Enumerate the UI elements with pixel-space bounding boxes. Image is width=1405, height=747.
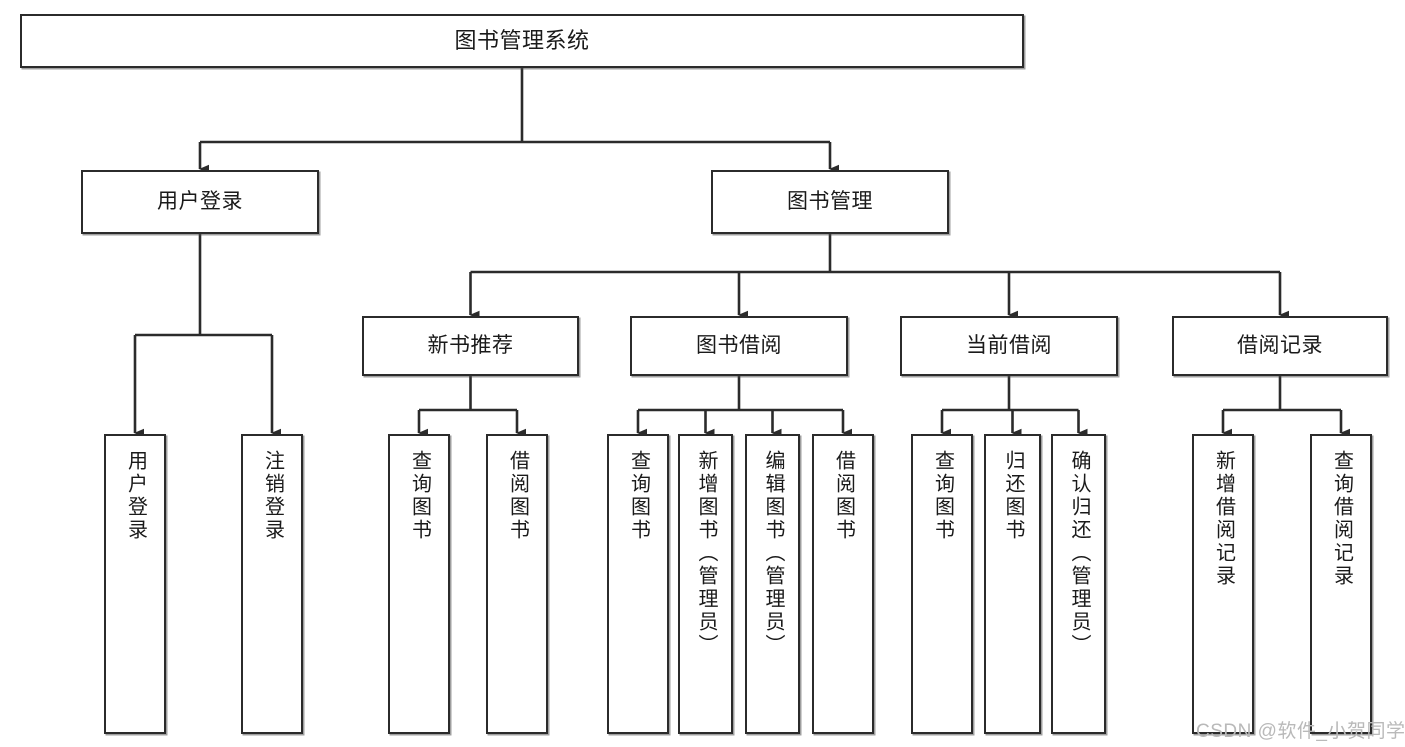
node-label: 查询图书 (931, 450, 954, 542)
node-newbook[interactable]: 新书推荐 (362, 316, 579, 376)
node-label: 查询借阅记录 (1330, 450, 1353, 588)
node-label: 用户登录 (124, 450, 147, 542)
node-leaf-bo-query[interactable]: 查询图书 (607, 434, 669, 734)
node-leaf-cu-query[interactable]: 查询图书 (911, 434, 973, 734)
node-leaf-re-add[interactable]: 新增借阅记录 (1192, 434, 1254, 734)
node-leaf-re-query[interactable]: 查询借阅记录 (1310, 434, 1372, 734)
node-label: 确认归还（管理员） (1068, 450, 1090, 657)
node-leaf-bo-add[interactable]: 新增图书（管理员） (678, 434, 733, 734)
node-leaf-nb-query[interactable]: 查询图书 (388, 434, 450, 734)
node-login[interactable]: 用户登录 (81, 170, 319, 234)
node-label: 新增借阅记录 (1212, 450, 1235, 588)
node-label: 图书管理系统 (454, 28, 590, 54)
node-leaf-nb-borrow[interactable]: 借阅图书 (486, 434, 548, 734)
node-leaf-user-login[interactable]: 用户登录 (104, 434, 166, 734)
node-label: 编辑图书（管理员） (762, 450, 784, 657)
node-label: 查询图书 (627, 450, 650, 542)
node-label: 新书推荐 (427, 333, 514, 357)
node-label: 图书管理 (787, 189, 873, 213)
node-label: 注销登录 (261, 450, 284, 542)
csdn-watermark: CSDN @软件_小贺同学 (1196, 721, 1405, 742)
node-root[interactable]: 图书管理系统 (20, 14, 1024, 68)
node-borrow[interactable]: 图书借阅 (630, 316, 848, 376)
node-leaf-cu-confirm[interactable]: 确认归还（管理员） (1051, 434, 1106, 734)
node-leaf-bo-edit[interactable]: 编辑图书（管理员） (745, 434, 800, 734)
node-label: 归还图书 (1002, 450, 1024, 542)
node-label: 借阅图书 (832, 450, 855, 542)
node-label: 新增图书（管理员） (695, 450, 717, 657)
node-current[interactable]: 当前借阅 (900, 316, 1118, 376)
node-label: 用户登录 (157, 189, 243, 213)
node-leaf-bo-lend[interactable]: 借阅图书 (812, 434, 874, 734)
node-label: 查询图书 (408, 450, 431, 542)
node-leaf-cu-return[interactable]: 归还图书 (984, 434, 1041, 734)
node-label: 借阅图书 (506, 450, 529, 542)
node-records[interactable]: 借阅记录 (1172, 316, 1388, 376)
node-label: 图书借阅 (696, 333, 782, 357)
node-leaf-user-logout[interactable]: 注销登录 (241, 434, 303, 734)
node-label: 当前借阅 (966, 333, 1052, 357)
node-label: 借阅记录 (1237, 333, 1323, 357)
node-bookmgmt[interactable]: 图书管理 (711, 170, 949, 234)
